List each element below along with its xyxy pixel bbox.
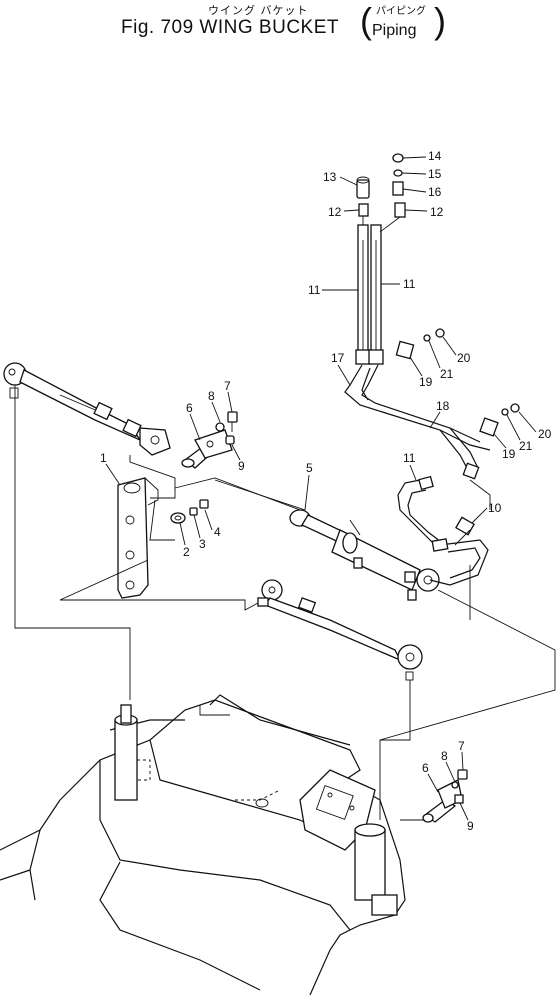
hose-10 <box>397 475 489 586</box>
callout-15: 15 <box>428 167 442 181</box>
callout-19-right: 19 <box>502 447 516 461</box>
pipes-17-18 <box>344 328 520 480</box>
callout-13: 13 <box>323 170 337 184</box>
callout-11-left: 11 <box>308 283 321 297</box>
bucket-body <box>0 694 406 995</box>
arm-plate <box>117 477 159 599</box>
pin-6-upper <box>181 429 235 469</box>
figure-subtitle: Piping <box>372 22 417 39</box>
callout-19-upper: 19 <box>419 375 433 389</box>
callout-20-right: 20 <box>538 427 552 441</box>
cylinder-5 <box>289 509 440 601</box>
callout-21-upper: 21 <box>440 367 454 381</box>
title-japanese-sub: パイピング <box>376 6 426 17</box>
tie-rod-middle <box>257 579 423 681</box>
callout-10: 10 <box>488 501 502 515</box>
title-japanese: ウイング バケット <box>208 4 309 17</box>
callout-5: 5 <box>306 461 313 475</box>
center-lines <box>14 385 556 821</box>
callout-12-right: 12 <box>430 205 444 219</box>
figure-title: Fig. 709 WING BUCKET <box>121 17 339 38</box>
callout-11-lower: 11 <box>403 451 416 465</box>
callout-21-right: 21 <box>519 439 533 453</box>
callout-6-lower: 6 <box>422 761 429 775</box>
callout-8-upper: 8 <box>208 389 215 403</box>
tie-rod-left <box>3 362 171 456</box>
close-paren: ) <box>434 0 446 41</box>
callout-9-upper: 9 <box>238 459 245 473</box>
callout-12-left: 12 <box>328 205 342 219</box>
pin-6-lower <box>422 769 468 823</box>
washers-2-3-4 <box>170 499 209 524</box>
hoses-11 <box>355 224 384 365</box>
callout-14: 14 <box>428 149 442 163</box>
callout-1: 1 <box>100 451 107 465</box>
hinge-post-right <box>354 829 386 901</box>
top-fittings <box>356 153 406 233</box>
open-paren: ( <box>360 0 372 41</box>
callout-16: 16 <box>428 185 442 199</box>
callout-11-right: 11 <box>403 277 416 291</box>
callout-20-upper: 20 <box>457 351 471 365</box>
callout-4: 4 <box>214 525 221 539</box>
callout-7-upper: 7 <box>224 379 231 393</box>
callout-9-lower: 9 <box>467 819 474 833</box>
callout-2: 2 <box>183 545 190 559</box>
bolt-7-8-upper <box>215 411 238 432</box>
callout-18: 18 <box>436 399 450 413</box>
callout-3: 3 <box>199 537 206 551</box>
callout-6-upper: 6 <box>186 401 193 415</box>
callout-8-lower: 8 <box>441 749 448 763</box>
callout-7-lower: 7 <box>458 739 465 753</box>
callout-labels: 1 2 3 4 5 6 7 8 9 10 11 11 11 1 <box>100 149 552 833</box>
callout-17: 17 <box>331 351 345 365</box>
hinge-post-left <box>114 719 138 801</box>
